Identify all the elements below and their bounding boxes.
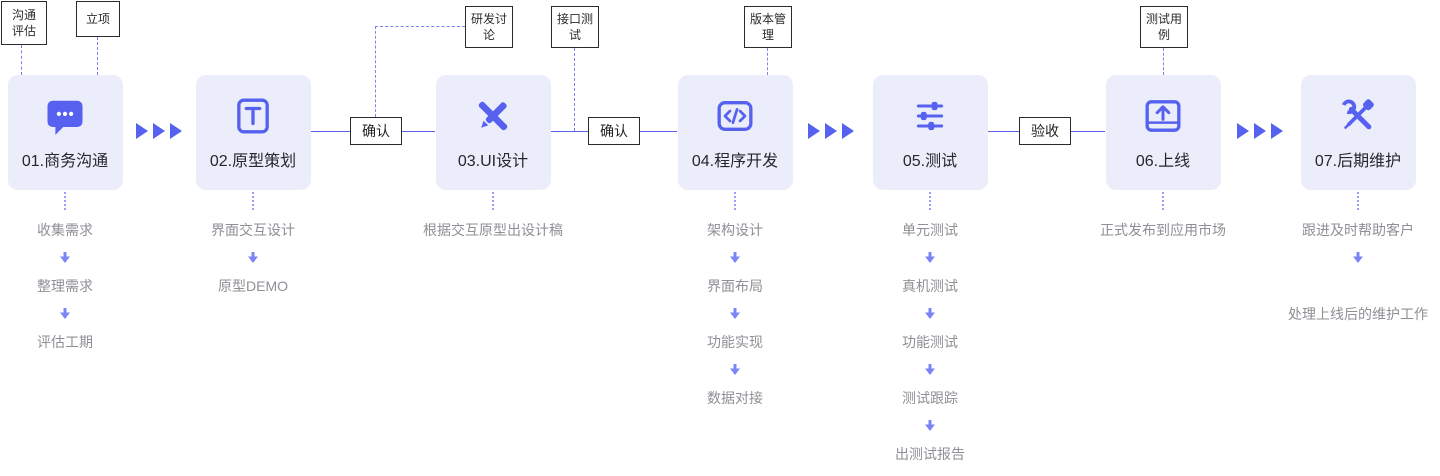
down-arrow-icon bbox=[59, 308, 71, 320]
stage-box: 07.后期维护 bbox=[1300, 75, 1416, 190]
arrow-triangle bbox=[825, 123, 837, 139]
stage-label: 01.商务沟通 bbox=[21, 153, 109, 170]
substep: 真机测试 bbox=[902, 278, 958, 294]
flow-arrows bbox=[1237, 123, 1283, 139]
stage-box: 01.商务沟通 bbox=[7, 75, 123, 190]
arrow-triangle bbox=[842, 123, 854, 139]
arrow-triangle bbox=[170, 123, 182, 139]
substep: 跟进及时帮助客户 bbox=[1302, 222, 1414, 238]
design-tools-icon bbox=[473, 94, 513, 138]
substep: 界面布局 bbox=[707, 278, 763, 294]
stage-label: 02.原型策划 bbox=[209, 153, 297, 170]
stage-box: 03.UI设计 bbox=[435, 75, 551, 190]
substep: 功能测试 bbox=[902, 334, 958, 350]
dashed-connector bbox=[375, 26, 465, 27]
stage-label: 05.测试 bbox=[902, 153, 958, 170]
stage-label: 06.上线 bbox=[1135, 153, 1191, 170]
dashed-connector bbox=[767, 48, 768, 75]
tag-interface-testing: 接口测试 bbox=[551, 6, 599, 48]
dashed-connector bbox=[375, 26, 376, 117]
tag-version-management: 版本管理 bbox=[744, 6, 792, 48]
down-arrow-icon bbox=[924, 364, 936, 376]
prototype-icon bbox=[233, 94, 273, 138]
arrow-triangle bbox=[808, 123, 820, 139]
stage-box: 02.原型策划 bbox=[195, 75, 311, 190]
substep: 架构设计 bbox=[707, 222, 763, 238]
down-arrow-icon bbox=[924, 252, 936, 264]
stage-testing: 05.测试 单元测试 真机测试 功能测试 测试跟踪 出测试报告 bbox=[835, 75, 1025, 464]
stage-ui-design: 03.UI设计 根据交互原型出设计稿 bbox=[398, 75, 588, 240]
arrow-triangle bbox=[136, 123, 148, 139]
tag-communication-evaluation: 沟通评估 bbox=[1, 1, 47, 45]
connector-label-acceptance: 验收 bbox=[1019, 117, 1071, 145]
arrow-triangle bbox=[1254, 123, 1266, 139]
substep: 测试跟踪 bbox=[902, 390, 958, 406]
down-arrow-icon bbox=[924, 308, 936, 320]
substep: 正式发布到应用市场 bbox=[1100, 222, 1226, 238]
stage-box: 05.测试 bbox=[872, 75, 988, 190]
stage-prototype-planning: 02.原型策划 界面交互设计 原型DEMO bbox=[158, 75, 348, 296]
launch-icon bbox=[1143, 94, 1183, 138]
arrow-triangle bbox=[1271, 123, 1283, 139]
arrow-triangle bbox=[153, 123, 165, 139]
substep: 出测试报告 bbox=[895, 446, 965, 462]
dashed-connector bbox=[574, 48, 575, 131]
stage-label: 03.UI设计 bbox=[457, 153, 529, 170]
arrow-triangle bbox=[1237, 123, 1249, 139]
down-arrow-icon bbox=[729, 252, 741, 264]
code-icon bbox=[715, 94, 755, 138]
substep: 根据交互原型出设计稿 bbox=[423, 222, 563, 238]
down-arrow-icon bbox=[729, 308, 741, 320]
dotted-connector bbox=[929, 192, 931, 210]
stage-maintenance: 07.后期维护 跟进及时帮助客户 处理上线后的维护工作 bbox=[1263, 75, 1440, 324]
sliders-icon bbox=[910, 94, 950, 138]
dotted-connector bbox=[64, 192, 66, 210]
dotted-connector bbox=[734, 192, 736, 210]
substep: 数据对接 bbox=[707, 390, 763, 406]
down-arrow-icon bbox=[924, 420, 936, 432]
connector-label-confirm-2: 确认 bbox=[588, 117, 640, 145]
connector-label-confirm-1: 确认 bbox=[350, 117, 402, 145]
substep: 评估工期 bbox=[37, 334, 93, 350]
flow-arrows bbox=[136, 123, 182, 139]
down-arrow-icon bbox=[729, 364, 741, 376]
tag-rd-discussion: 研发讨论 bbox=[465, 6, 513, 48]
substep: 功能实现 bbox=[707, 334, 763, 350]
dotted-connector bbox=[1357, 192, 1359, 210]
dotted-connector bbox=[252, 192, 254, 210]
dashed-connector bbox=[21, 45, 22, 75]
substep: 单元测试 bbox=[902, 222, 958, 238]
stage-box: 06.上线 bbox=[1105, 75, 1221, 190]
substep: 整理需求 bbox=[37, 278, 93, 294]
stage-box: 04.程序开发 bbox=[677, 75, 793, 190]
chat-icon bbox=[44, 94, 86, 138]
down-arrow-icon bbox=[1352, 252, 1364, 264]
down-arrow-icon bbox=[247, 252, 259, 264]
tag-test-cases: 测试用例 bbox=[1140, 6, 1188, 48]
substep: 界面交互设计 bbox=[211, 222, 295, 238]
stage-program-development: 04.程序开发 架构设计 界面布局 功能实现 数据对接 bbox=[640, 75, 830, 408]
tag-project-initiation: 立项 bbox=[76, 1, 120, 37]
maintenance-icon bbox=[1338, 94, 1378, 138]
dashed-connector bbox=[1163, 48, 1164, 75]
stage-business-communication: 01.商务沟通 收集需求 整理需求 评估工期 bbox=[0, 75, 160, 352]
substep: 处理上线后的维护工作 bbox=[1288, 306, 1428, 322]
stage-label: 07.后期维护 bbox=[1314, 153, 1402, 170]
dotted-connector bbox=[492, 192, 494, 210]
substep: 收集需求 bbox=[37, 222, 93, 238]
dotted-connector bbox=[1162, 192, 1164, 210]
stage-launch: 06.上线 正式发布到应用市场 bbox=[1068, 75, 1258, 240]
flow-arrows bbox=[808, 123, 854, 139]
substep: 原型DEMO bbox=[218, 278, 288, 294]
dashed-connector bbox=[97, 37, 98, 75]
down-arrow-icon bbox=[59, 252, 71, 264]
stage-label: 04.程序开发 bbox=[691, 153, 779, 170]
